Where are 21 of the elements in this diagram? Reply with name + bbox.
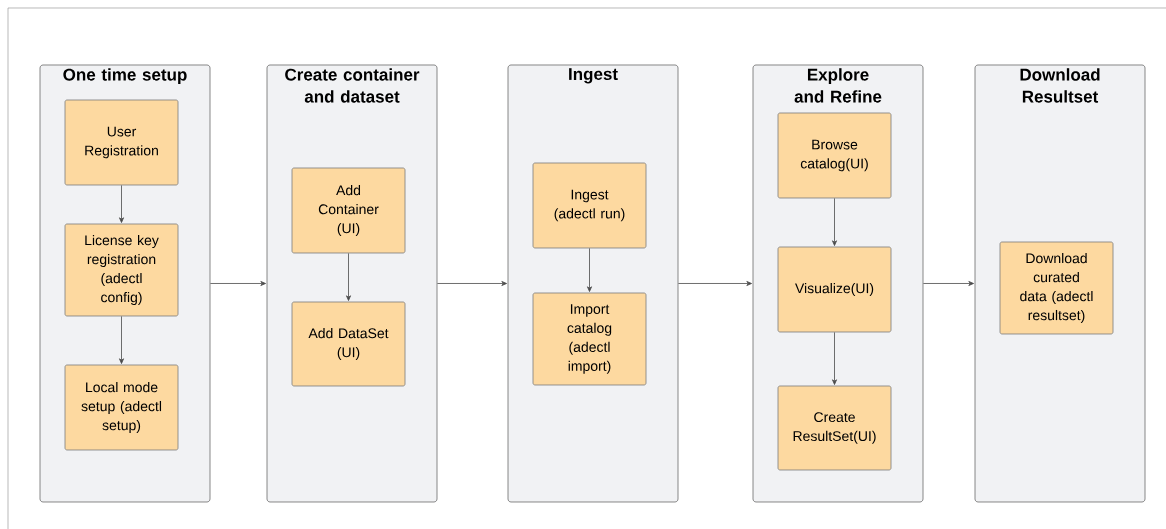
process-box: Import catalog (adectl import)	[532, 292, 647, 386]
arrow	[923, 281, 974, 286]
process-box: License key registration (adectl config)	[64, 223, 179, 317]
arrow	[119, 185, 124, 223]
arrow	[832, 332, 837, 385]
process-box: Ingest (adectl run)	[532, 162, 647, 249]
process-box: Create ResultSet(UI)	[777, 385, 892, 471]
arrow	[587, 248, 592, 292]
process-box: Visualize(UI)	[777, 246, 892, 333]
arrow	[119, 316, 124, 364]
process-box: Download curated data (adectl resultset)	[999, 241, 1114, 335]
process-box: Add DataSet (UI)	[291, 301, 406, 387]
process-box: User Registration	[64, 99, 179, 186]
arrow	[832, 198, 837, 246]
process-box: Browse catalog(UI)	[777, 112, 892, 199]
arrow	[437, 281, 507, 286]
process-box: Local mode setup (adectl setup)	[64, 364, 179, 451]
arrow	[210, 281, 266, 286]
arrow	[346, 253, 351, 301]
process-box: Add Container (UI)	[291, 167, 406, 254]
arrow	[678, 281, 752, 286]
